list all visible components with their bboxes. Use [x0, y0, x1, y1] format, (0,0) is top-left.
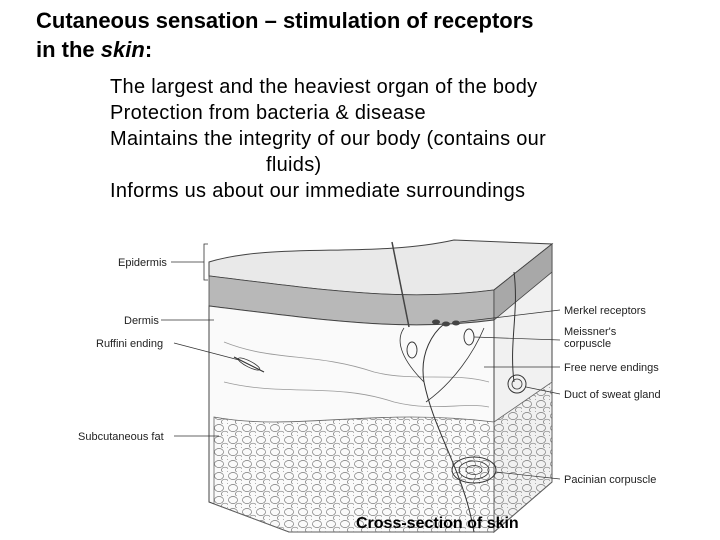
pacinian-corpuscle — [451, 456, 497, 484]
title-line-1: Cutaneous sensation – stimulation of rec… — [36, 8, 534, 33]
right-labels: Merkel receptors Meissner's corpuscle Fr… — [459, 305, 661, 486]
label-corpuscle: corpuscle — [564, 338, 611, 350]
label-ruffini-ending: Ruffini ending — [96, 338, 163, 350]
skin-cross-section-diagram: Epidermis Dermis Ruffini ending Subcutan… — [78, 239, 661, 534]
merkel-receptor — [452, 320, 460, 326]
diagram-caption: Cross-section of skin — [356, 515, 519, 532]
label-free-nerve-endings: Free nerve endings — [564, 362, 659, 374]
title-line-2: in the skin: — [36, 35, 706, 64]
label-dermis: Dermis — [124, 315, 159, 327]
bullet-item: Maintains the integrity of our body (con… — [110, 128, 547, 150]
side-epidermis — [493, 243, 553, 321]
title-line-2-prefix: in the — [36, 37, 101, 62]
epidermis-bracket — [203, 243, 208, 281]
nerve-fiber — [399, 327, 425, 383]
bullet-list: The largest and the heaviest organ of th… — [110, 74, 710, 204]
nerve-fiber — [425, 327, 485, 403]
left-labels: Epidermis Dermis Ruffini ending Subcutan… — [78, 257, 240, 443]
bullet-item: The largest and the heaviest organ of th… — [110, 76, 538, 98]
label-merkel-receptors: Merkel receptors — [564, 305, 646, 317]
meissner-corpuscle — [406, 341, 418, 359]
title-line-2-suffix: : — [144, 37, 153, 62]
label-epidermis: Epidermis — [118, 257, 167, 269]
title-skin-emphasis: skin — [100, 37, 145, 62]
label-duct-of-sweat-gland: Duct of sweat gland — [564, 389, 661, 401]
skin-block — [208, 239, 554, 534]
ruffini-ending — [233, 356, 265, 373]
bullet-item: Protection from bacteria & disease — [110, 102, 426, 124]
nerve-fiber — [422, 323, 475, 533]
side-fat-region — [493, 381, 553, 533]
sweat-gland-duct — [512, 271, 516, 383]
merkel-receptor — [442, 321, 450, 327]
label-meissners: Meissner's — [564, 326, 617, 338]
label-pacinian-corpuscle: Pacinian corpuscle — [564, 474, 656, 486]
bullet-item-continuation: fluids) — [266, 154, 322, 176]
slide-title: Cutaneous sensation – stimulation of rec… — [36, 6, 706, 64]
merkel-receptor — [432, 319, 440, 325]
hair-shaft — [391, 241, 410, 328]
bullet-item: Informs us about our immediate surroundi… — [110, 180, 526, 202]
sweat-gland-coil — [507, 374, 527, 394]
label-subcutaneous-fat: Subcutaneous fat — [78, 431, 164, 443]
